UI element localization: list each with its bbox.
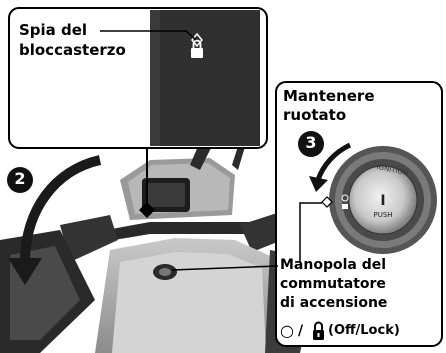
knob-label-line4: (Off/Lock) — [328, 323, 400, 338]
hold-label-line1: Mantenere — [283, 87, 375, 105]
step-3-number: 3 — [305, 133, 317, 152]
padlock-icon — [191, 39, 203, 58]
step-2-number: 2 — [14, 169, 26, 188]
indicator-leader-line — [100, 30, 197, 41]
ignition-knob — [329, 146, 437, 254]
knob-push-text: PUSH — [373, 211, 392, 219]
step-2-badge — [7, 167, 33, 193]
knob-on-mark: I — [380, 193, 385, 209]
lock-icon — [313, 321, 324, 340]
turn-arrow — [20, 155, 102, 263]
step-3-badge — [298, 131, 324, 157]
indicator-label-line1: Spia del — [19, 21, 88, 39]
off-symbol: ○ — [280, 321, 294, 340]
knob-label-line2: commutatore — [280, 276, 386, 292]
symbol-separator: / — [298, 323, 304, 339]
knob-label-line1: Manopola del — [280, 257, 387, 273]
hold-label-line2: ruotato — [283, 106, 347, 124]
indicator-label-line2: bloccasterzo — [19, 41, 126, 59]
knob-leader-line — [299, 202, 322, 262]
rotate-arrow — [315, 142, 352, 181]
knob-label-line3: di accensione — [280, 295, 388, 311]
